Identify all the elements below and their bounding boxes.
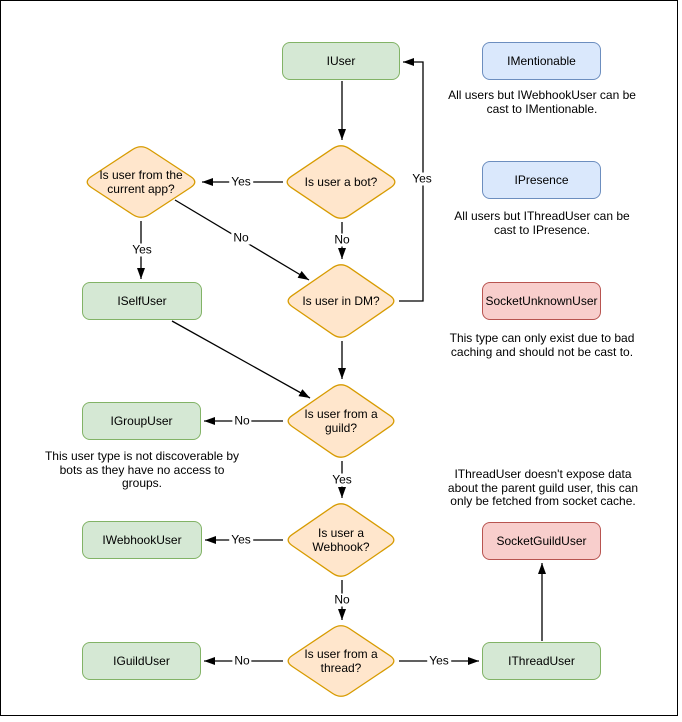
edge-iselfuser-to-q-guild: [171, 320, 311, 399]
node-ipresence: IPresence: [482, 161, 601, 199]
node-imentionable-label: IMentionable: [507, 54, 576, 68]
decision-q-current-app-label: Is user from the current app?: [99, 168, 183, 196]
node-iguilduser: IGuildUser: [82, 642, 201, 680]
edge-label-no-q-webhook-to-q-thread: No: [332, 592, 352, 607]
edge-label-yes-q-thread-to-ithreaduser: Yes: [427, 653, 451, 668]
edge-label-no-q-guild-to-igroupuser: No: [232, 413, 252, 428]
node-iwebhookuser-label: IWebhookUser: [102, 533, 182, 547]
edge-label-no-q-current-app-to-q-dm: No: [231, 230, 251, 245]
node-socketunknownuser-label: SocketUnknownUser: [485, 294, 598, 308]
node-iguilduser-label: IGuildUser: [113, 654, 170, 668]
edge-label-yes-q-webhook-to-iwebhookuser: Yes: [229, 532, 253, 547]
node-socketunknownuser: SocketUnknownUser: [482, 282, 601, 320]
edge-label-no-q-bot-to-q-dm: No: [332, 232, 352, 247]
node-ithreaduser-label: IThreadUser: [508, 654, 575, 668]
edge-label-yes-q-guild-to-q-webhook: Yes: [330, 472, 354, 487]
node-ithreaduser: IThreadUser: [482, 642, 601, 680]
note-ithreaduser: IThreadUser doesn't expose data about th…: [447, 467, 639, 508]
decision-q-current-app: [86, 146, 196, 218]
edge-label-yes-q-bot-to-q-current-app: Yes: [229, 174, 253, 189]
note-socketunknownuser: This type can only exist due to bad cach…: [449, 331, 635, 359]
node-socketguilduser-label: SocketGuildUser: [496, 534, 587, 548]
node-iuser: IUser: [282, 42, 400, 80]
node-igroupuser: IGroupUser: [82, 402, 201, 440]
node-iuser-label: IUser: [326, 54, 356, 68]
decision-q-thread: [287, 625, 395, 697]
decision-q-bot: [286, 145, 396, 219]
decision-q-dm-label: Is user in DM?: [302, 294, 380, 308]
decision-q-thread-label: Is user from a thread?: [304, 647, 378, 675]
note-ipresence: All users but IThreadUser can be cast to…: [454, 209, 630, 237]
edge-label-yes-q-dm-to-iuser: Yes: [410, 171, 434, 186]
decision-q-webhook: [287, 503, 395, 577]
node-iselfuser-label: ISelfUser: [117, 294, 167, 308]
decision-q-bot-label: Is user a bot?: [304, 175, 378, 189]
note-igroupuser: This user type is not discoverable by bo…: [44, 449, 240, 490]
node-iwebhookuser: IWebhookUser: [82, 521, 202, 559]
node-iselfuser: ISelfUser: [82, 282, 202, 320]
node-socketguilduser: SocketGuildUser: [482, 522, 601, 560]
node-igroupuser-label: IGroupUser: [110, 414, 173, 428]
node-ipresence-label: IPresence: [514, 173, 569, 187]
decision-q-webhook-label: Is user a Webhook?: [312, 526, 370, 554]
decision-q-dm: [287, 264, 395, 338]
decision-q-guild-label: Is user from a guild?: [304, 407, 378, 435]
decision-q-guild: [287, 384, 395, 458]
edge-label-yes-q-current-app-to-iselfuser: Yes: [130, 242, 154, 257]
note-imentionable: All users but IWebhookUser can be cast t…: [448, 88, 636, 116]
node-imentionable: IMentionable: [482, 42, 601, 80]
edge-label-no-q-thread-to-iguilduser: No: [232, 653, 252, 668]
